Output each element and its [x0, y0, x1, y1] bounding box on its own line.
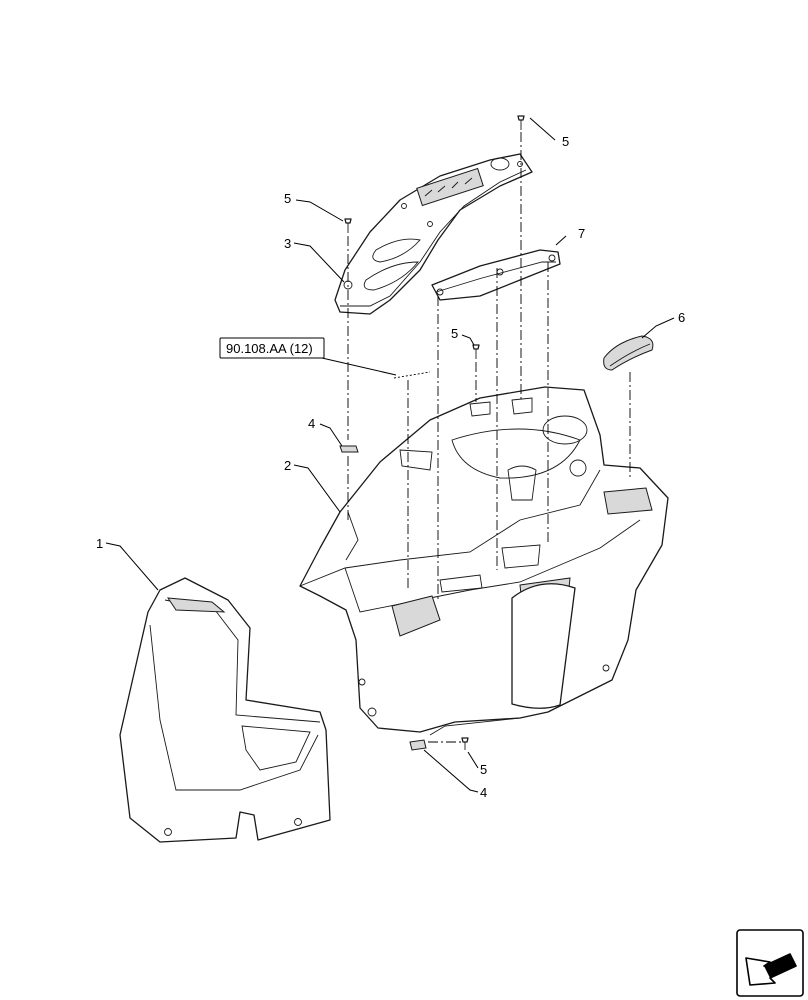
callout-5-top-right: 5: [562, 134, 569, 149]
callout-3: 3: [284, 236, 291, 251]
part-7-cover-plate: [431, 249, 561, 301]
part-6-grip-pad: [603, 335, 654, 371]
callout-5-left: 5: [284, 191, 291, 206]
part-1-lower-panel: [119, 577, 331, 843]
leader-lines: [105, 117, 675, 793]
reference-callout[interactable]: 90.108.AA (12): [219, 337, 325, 359]
arrow-icon[interactable]: [736, 929, 804, 997]
screws-and-clips: [339, 115, 525, 751]
callout-6: 6: [678, 310, 685, 325]
callout-4-upper: 4: [308, 416, 315, 431]
reference-label: 90.108.AA (12): [226, 341, 313, 356]
callout-5-middle: 5: [451, 326, 458, 341]
callout-4-lower: 4: [480, 785, 487, 800]
callout-5-bottom: 5: [480, 762, 487, 777]
part-2-console-housing: [299, 386, 669, 736]
callout-labels: 1 2 3 4 4 5 5 5 5 6 7: [96, 134, 685, 800]
callout-7: 7: [578, 226, 585, 241]
callout-2: 2: [284, 458, 291, 473]
callout-1: 1: [96, 536, 103, 551]
part-3-switch-panel: [334, 153, 533, 315]
assembly-centerlines: [347, 132, 631, 743]
